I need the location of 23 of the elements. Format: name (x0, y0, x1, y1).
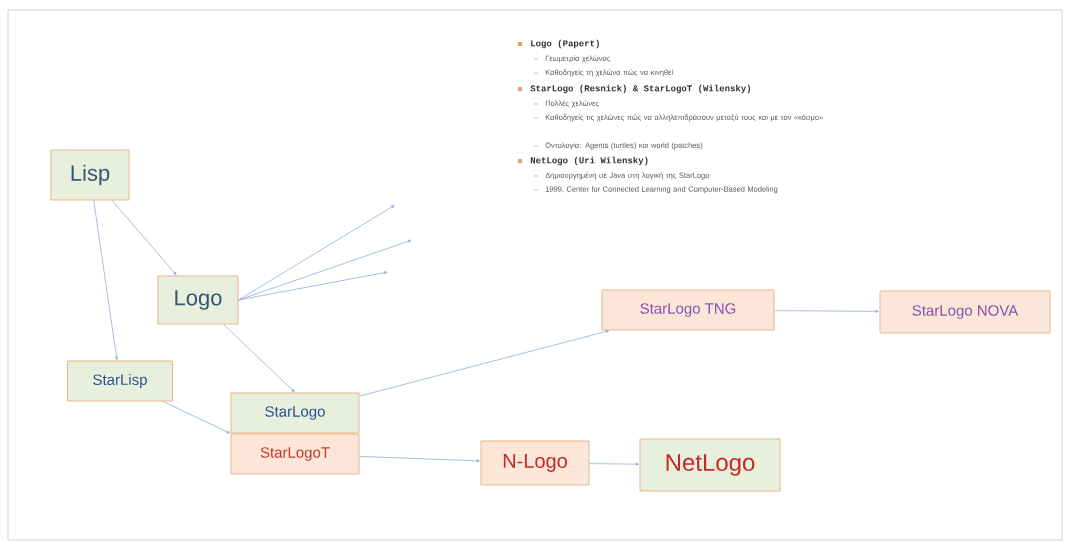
language-box: StarLisp (67, 360, 173, 402)
arrow (589, 462, 639, 466)
arrow (111, 200, 177, 276)
arrow (238, 239, 412, 301)
arrow (774, 309, 879, 313)
language-box: NetLogo (639, 438, 781, 492)
language-box: StarLogoT (230, 433, 360, 475)
arrow (223, 324, 295, 393)
language-box: StarLogo NOVA (879, 290, 1051, 334)
language-box: N-Logo (480, 440, 590, 486)
arrow (162, 401, 230, 434)
arrow (359, 456, 480, 463)
heading-text: NetLogo (Uri Wilensky) (530, 156, 648, 166)
language-box: Logo (157, 275, 239, 325)
language-box: StarLogo TNG (601, 289, 775, 331)
arrow (238, 271, 388, 301)
arrow (238, 205, 395, 301)
arrow (359, 330, 610, 397)
language-box: Lisp (50, 149, 130, 201)
heading-text: Logo (Papert) (531, 39, 599, 49)
heading-text: StarLogo (Resnick) & StarLogoT (Wilensky) (530, 84, 751, 94)
language-box: StarLogo (230, 392, 360, 434)
arrow (93, 200, 118, 360)
